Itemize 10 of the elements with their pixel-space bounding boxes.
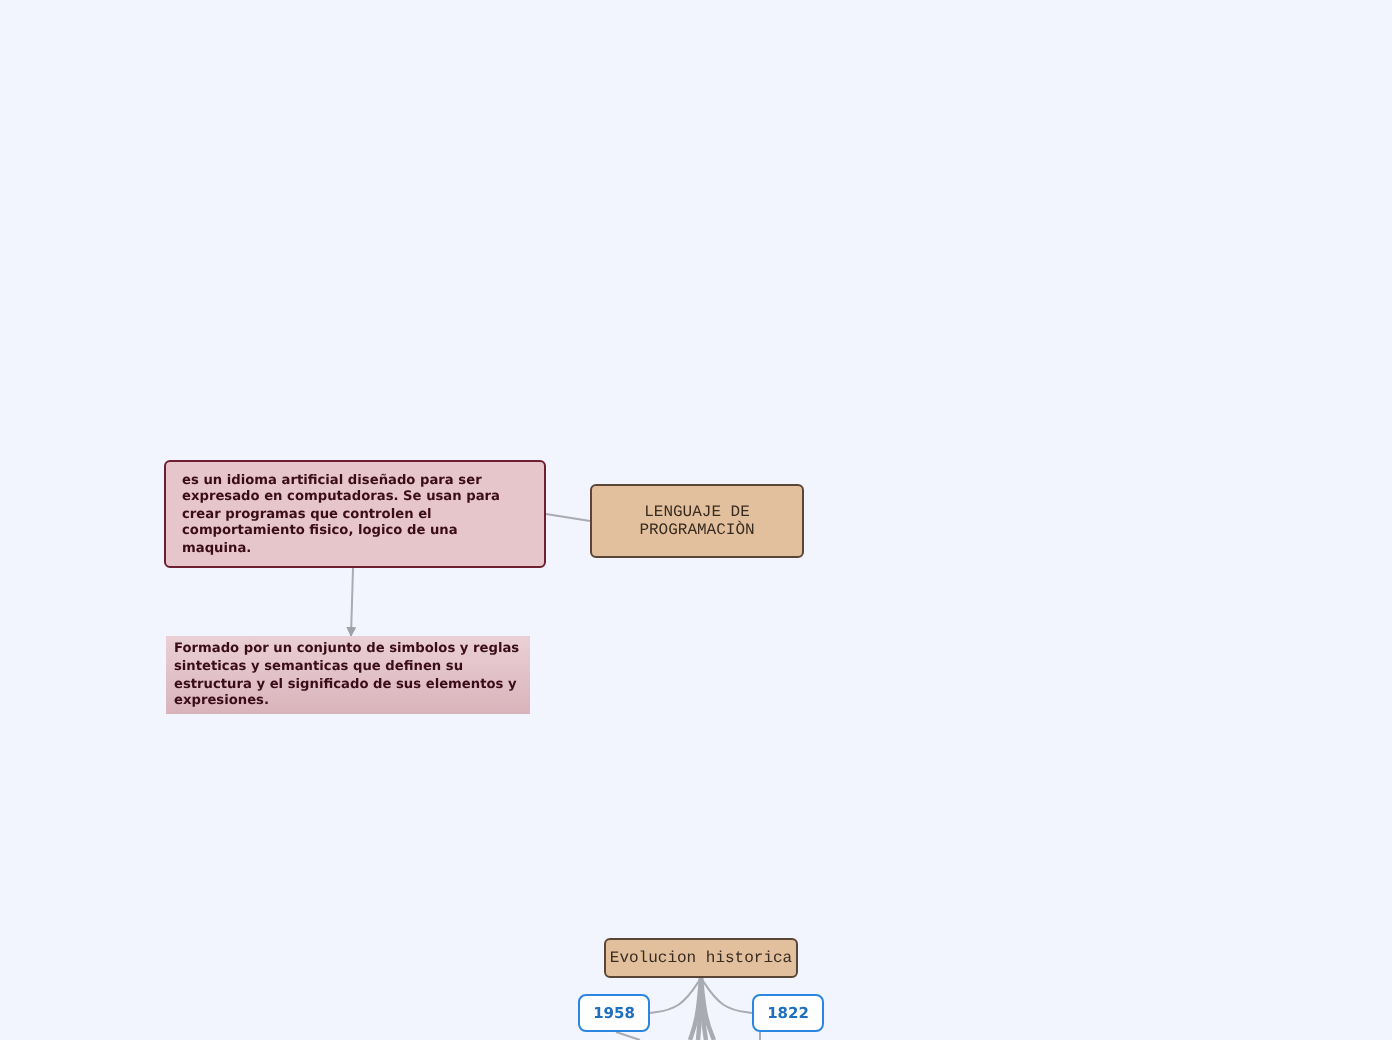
connector-line [687, 977, 704, 1040]
connector-line [698, 977, 717, 1040]
topic-box: LENGUAJE DE PROGRAMACIÒN [590, 484, 804, 558]
topic-box: Evolucion historica [604, 938, 798, 978]
connector-line [700, 977, 753, 1014]
connector-line [545, 513, 591, 522]
connector-line [615, 1031, 641, 1040]
connector-line [759, 1031, 761, 1040]
connector-line [649, 977, 702, 1014]
arrow [346, 567, 357, 637]
